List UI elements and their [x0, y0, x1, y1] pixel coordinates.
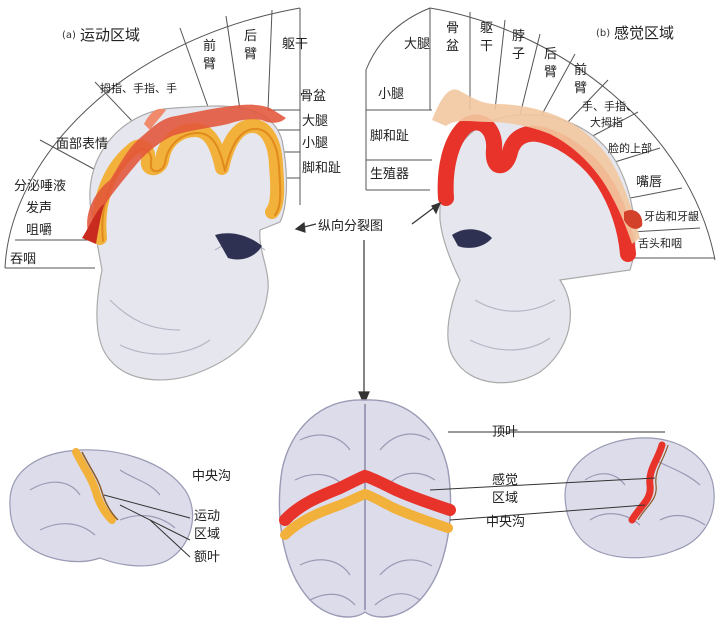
label-central-sulcus-right: 中央沟 [486, 515, 525, 530]
label-s-neck-2: 子 [512, 47, 525, 62]
sensory-panel [366, 8, 715, 383]
label-upperarm-1: 后 [244, 29, 257, 44]
label-s-trunk-2: 干 [480, 39, 493, 54]
label-vocal: 发声 [26, 200, 52, 216]
sensory-tag: (b) [596, 28, 610, 39]
sensory-title: 感觉区域 [614, 24, 674, 42]
label-motor-area-1: 运动 [194, 509, 220, 524]
label-s-pelvis-2: 盆 [446, 39, 459, 54]
label-swallow: 吞咽 [10, 252, 36, 267]
center-label: 纵向分裂图 [318, 218, 383, 234]
label-frontal-lobe: 额叶 [194, 550, 220, 565]
label-s-hand-1: 手、手指、 [582, 99, 637, 113]
label-upperarm-2: 臂 [244, 47, 257, 62]
label-s-shank: 小腿 [378, 87, 404, 102]
top-view-brain [279, 400, 450, 617]
label-forearm-2: 臂 [203, 57, 216, 72]
label-s-face-upper: 脸的上部 [608, 141, 652, 155]
label-sensory-area-2: 区域 [492, 491, 518, 506]
label-s-thigh: 大腿 [404, 37, 430, 52]
label-sensory-area-1: 感觉 [492, 472, 518, 488]
label-s-hand-2: 大拇指 [590, 115, 623, 129]
label-fingers: 拇指、手指、手 [100, 81, 177, 95]
label-chew: 咀嚼 [26, 223, 52, 238]
label-trunk: 躯干 [282, 36, 308, 52]
label-forearm-1: 前 [203, 38, 216, 54]
label-s-foot: 脚和趾 [370, 128, 409, 144]
motor-tag: (a) [62, 30, 76, 41]
label-shank: 小腿 [302, 136, 328, 151]
motor-title: 运动区域 [80, 26, 140, 44]
label-s-trunk-1: 躯 [480, 20, 493, 36]
label-s-lips: 嘴唇 [636, 175, 662, 190]
label-motor-area-2: 区域 [194, 527, 220, 542]
label-central-sulcus-left: 中央沟 [192, 469, 231, 484]
label-s-genital: 生殖器 [370, 166, 409, 182]
label-s-neck-1: 脖 [512, 28, 525, 44]
label-s-upperarm-2: 臂 [544, 65, 557, 80]
label-s-teeth: 牙齿和牙龈 [644, 209, 699, 223]
label-face: 面部表情 [56, 137, 108, 152]
label-pelvis: 骨盆 [300, 89, 326, 104]
label-s-forearm-1: 前 [574, 62, 587, 78]
label-s-pelvis-1: 骨 [446, 21, 459, 36]
label-parietal-lobe: 顶叶 [492, 425, 518, 440]
left-lateral-brain [10, 450, 193, 566]
label-thigh: 大腿 [302, 114, 328, 129]
label-secrete: 分泌唾液 [14, 179, 66, 194]
label-s-upperarm-1: 后 [544, 47, 557, 62]
label-s-tongue: 舌头和咽 [638, 237, 682, 250]
label-s-forearm-2: 臂 [574, 81, 587, 96]
label-foot: 脚和趾 [302, 160, 341, 176]
right-lateral-brain [430, 432, 714, 558]
